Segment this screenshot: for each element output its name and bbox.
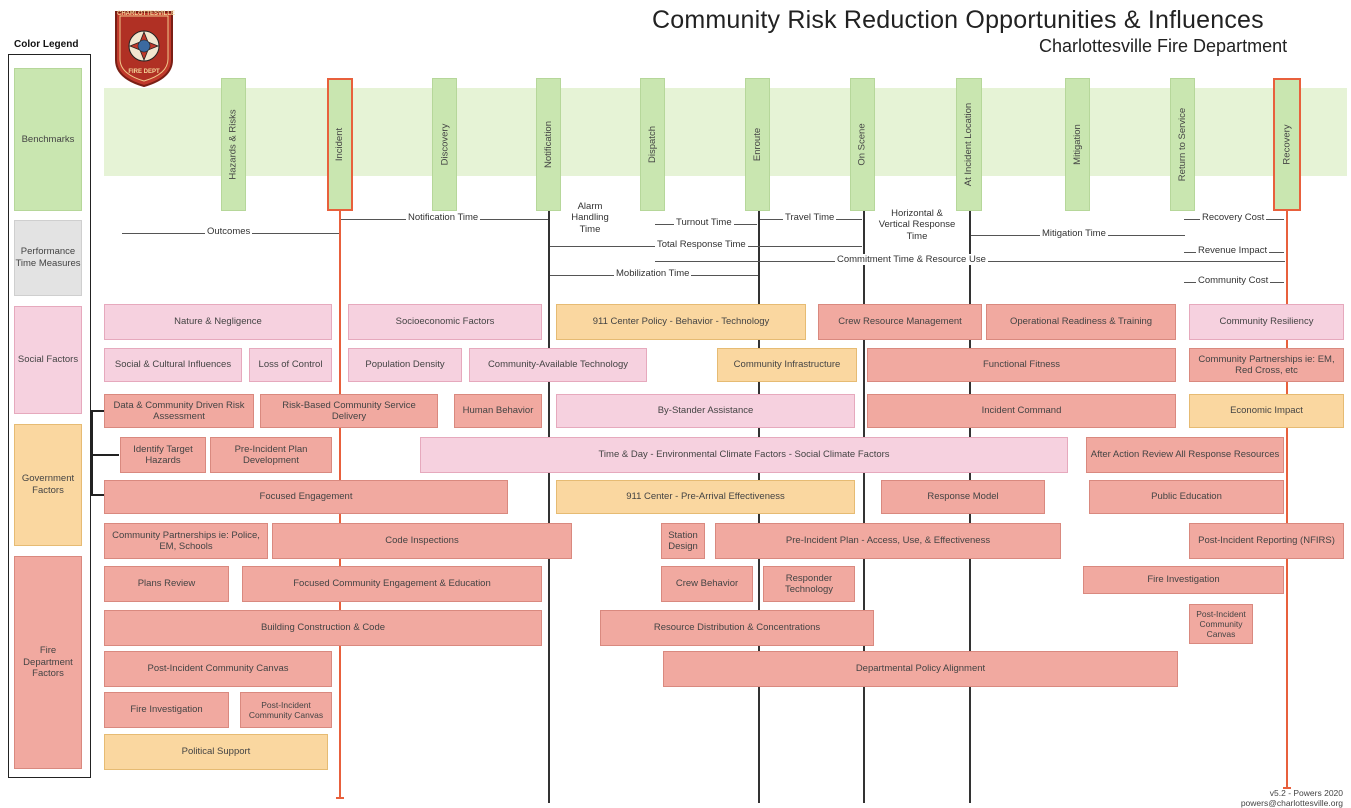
measure-revenue-impact: Revenue Impact — [1196, 245, 1270, 257]
factor-time-day-climate: Time & Day - Environmental Climate Facto… — [420, 437, 1068, 473]
factor-fire-investigation-right: Fire Investigation — [1083, 566, 1284, 594]
recovery-timeline-end — [1283, 787, 1291, 789]
measure-alarm-handling: Alarm Handling Time — [571, 201, 609, 235]
benchmark-incident: Incident — [327, 78, 353, 211]
factor-post-incident-reporting: Post-Incident Reporting (NFIRS) — [1189, 523, 1344, 559]
factor-post-incident-canvas-right: Post-Incident Community Canvas — [1189, 604, 1253, 644]
factor-responder-technology: Responder Technology — [763, 566, 855, 602]
factor-economic-impact: Economic Impact — [1189, 394, 1344, 428]
factor-response-model: Response Model — [881, 480, 1045, 514]
notification-timeline — [548, 210, 550, 803]
factor-post-incident-canvas-small: Post-Incident Community Canvas — [240, 692, 332, 728]
onscene-timeline — [863, 210, 865, 803]
factor-incident-command: Incident Command — [867, 394, 1176, 428]
factor-911-prearrival: 911 Center - Pre-Arrival Effectiveness — [556, 480, 855, 514]
factor-public-education: Public Education — [1089, 480, 1284, 514]
measure-mobilization-time: Mobilization Time — [614, 268, 692, 280]
logo-bottom-text: FIRE DEPT — [128, 69, 160, 75]
benchmark-discovery: Discovery — [432, 78, 457, 211]
factor-population-density: Population Density — [348, 348, 462, 382]
measure-recovery-cost: Recovery Cost — [1200, 212, 1267, 224]
factor-code-inspections: Code Inspections — [272, 523, 572, 559]
factor-human-behavior: Human Behavior — [454, 394, 542, 428]
factor-data-driven-risk: Data & Community Driven Risk Assessment — [104, 394, 254, 428]
measure-commitment-time: Commitment Time & Resource Use — [835, 254, 988, 266]
benchmark-at-incident-location: At Incident Location — [956, 78, 982, 211]
benchmark-notification: Notification — [536, 78, 561, 211]
legend-benchmarks: Benchmarks — [14, 68, 82, 211]
measure-community-cost: Community Cost — [1196, 275, 1271, 287]
factor-pre-incident-development: Pre-Incident Plan Development — [210, 437, 332, 473]
logo-top-text: CHARLOTTESVILLE — [117, 11, 175, 17]
benchmark-recovery: Recovery — [1273, 78, 1301, 211]
factor-community-partnerships-police: Community Partnerships ie: Police, EM, S… — [104, 523, 268, 559]
legend-social: Social Factors — [14, 306, 82, 414]
factor-functional-fitness: Functional Fitness — [867, 348, 1176, 382]
factor-nature-negligence: Nature & Negligence — [104, 304, 332, 340]
factor-building-construction: Building Construction & Code — [104, 610, 542, 646]
factor-crew-resource: Crew Resource Management — [818, 304, 982, 340]
benchmark-mitigation: Mitigation — [1065, 78, 1090, 211]
factor-community-partnerships-em: Community Partnerships ie: EM, Red Cross… — [1189, 348, 1344, 382]
factor-community-tech: Community-Available Technology — [469, 348, 647, 382]
factor-community-infrastructure: Community Infrastructure — [717, 348, 857, 382]
measure-travel-time: Travel Time — [783, 212, 837, 224]
factor-focused-engagement: Focused Engagement — [104, 480, 508, 514]
bracket-connector — [91, 410, 106, 496]
measure-total-response: Total Response Time — [655, 239, 748, 251]
factor-post-incident-canvas-left: Post-Incident Community Canvas — [104, 651, 332, 687]
factor-risk-based-delivery: Risk-Based Community Service Delivery — [260, 394, 438, 428]
fire-department-logo — [114, 8, 174, 88]
author-email: powers@charlottesville.org — [1240, 798, 1343, 808]
benchmark-dispatch: Dispatch — [640, 78, 665, 211]
factor-socioeconomic: Socioeconomic Factors — [348, 304, 542, 340]
version-label: v5.2 - Powers 2020 — [1269, 788, 1343, 798]
factor-bystander-assistance: By-Stander Assistance — [556, 394, 855, 428]
legend-government: Government Factors — [14, 424, 82, 546]
factor-fire-investigation-left: Fire Investigation — [104, 692, 229, 728]
recovery-timeline — [1286, 210, 1288, 788]
benchmark-on-scene: On Scene — [850, 78, 875, 211]
factor-after-action-review: After Action Review All Response Resourc… — [1086, 437, 1284, 473]
factor-plans-review: Plans Review — [104, 566, 229, 602]
factor-crew-behavior: Crew Behavior — [661, 566, 753, 602]
factor-911-policy: 911 Center Policy - Behavior - Technolog… — [556, 304, 806, 340]
benchmark-return-to-service: Return to Service — [1170, 78, 1195, 211]
factor-departmental-policy: Departmental Policy Alignment — [663, 651, 1178, 687]
factor-operational-readiness: Operational Readiness & Training — [986, 304, 1176, 340]
measure-turnout-time: Turnout Time — [674, 217, 734, 229]
measure-horizontal-vertical: Horizontal & Vertical Response Time — [878, 208, 956, 242]
measure-outcomes: Outcomes — [205, 226, 253, 238]
legend-performance: Performance Time Measures — [14, 220, 82, 296]
benchmark-hazards-risks: Hazards & Risks — [221, 78, 246, 211]
factor-identify-target-hazards: Identify Target Hazards — [120, 437, 206, 473]
factor-focused-community-engagement: Focused Community Engagement & Education — [242, 566, 542, 602]
legend-title: Color Legend — [14, 39, 79, 50]
measure-notification-time: Notification Time — [406, 212, 481, 224]
factor-resource-distribution: Resource Distribution & Concentrations — [600, 610, 874, 646]
benchmark-enroute: Enroute — [745, 78, 770, 211]
benchmark-band — [104, 88, 1347, 176]
legend-frame — [8, 54, 91, 778]
measure-mitigation-time: Mitigation Time — [1040, 228, 1108, 240]
factor-pre-incident-access: Pre-Incident Plan - Access, Use, & Effec… — [715, 523, 1061, 559]
factor-political-support: Political Support — [104, 734, 328, 770]
incident-timeline-end — [336, 797, 344, 799]
page-title: Community Risk Reduction Opportunities &… — [652, 6, 1264, 34]
factor-station-design: Station Design — [661, 523, 705, 559]
factor-loss-of-control: Loss of Control — [249, 348, 332, 382]
legend-fire: Fire Department Factors — [14, 556, 82, 769]
page-subtitle: Charlottesville Fire Department — [1039, 36, 1288, 56]
bracket-middle — [93, 454, 119, 456]
factor-social-cultural: Social & Cultural Influences — [104, 348, 242, 382]
factor-community-resiliency: Community Resiliency — [1189, 304, 1344, 340]
